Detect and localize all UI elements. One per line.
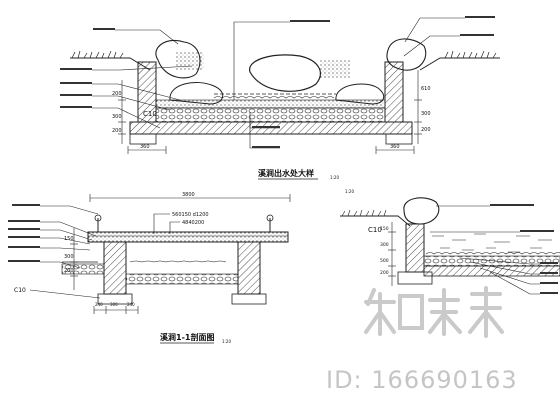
- bl-base-dim-1: 300: [110, 302, 118, 307]
- rock-center: [249, 54, 321, 92]
- dim-top-right-0: 610: [421, 86, 431, 92]
- br-wall: [405, 223, 425, 273]
- top-section: 200 300 200 610 300 200 360 360 C10 溪涧出水…: [60, 16, 500, 180]
- bl-dim-1: 300: [64, 254, 74, 260]
- bottom-left-section: 3800: [8, 192, 291, 344]
- dim-top-right-1: 300: [421, 111, 431, 117]
- water-mid: [129, 260, 227, 263]
- scale-mark-br: 1:20: [345, 189, 354, 194]
- pier-right: [237, 241, 261, 295]
- bl-base-dim-2: 240: [127, 302, 135, 307]
- concrete-label-top: C10: [143, 110, 157, 118]
- leaders-top: [92, 17, 465, 149]
- pier-base-left: [97, 293, 133, 305]
- br-dim-1: 300: [380, 242, 389, 248]
- right-wall: [384, 61, 404, 123]
- plank-note-1: 560150 d1200: [172, 212, 209, 218]
- gravel-layer: [155, 107, 386, 123]
- span-dim: 3800: [182, 192, 195, 198]
- dim-bottom-right: 360: [390, 144, 400, 150]
- br-dim-0: 150: [380, 226, 389, 232]
- br-dim-3: 200: [380, 270, 389, 276]
- bl-dim-0: 150: [64, 236, 74, 242]
- annotation-marks-bl: [8, 204, 40, 262]
- br-slab: [423, 265, 560, 277]
- sand-layer: [155, 99, 386, 109]
- footing-left: [129, 133, 157, 145]
- watermark-id: ID: 166690163: [326, 366, 518, 394]
- gravel-bed-mid: [125, 273, 239, 285]
- pier-left: [103, 241, 127, 295]
- shrub-left: [176, 52, 204, 70]
- br-ground: [340, 215, 411, 227]
- bl-base-dim-0: 240: [95, 302, 103, 307]
- footing-right: [385, 133, 413, 145]
- grass-right: [444, 50, 497, 59]
- shrub-right: [320, 60, 350, 78]
- dim-top-left-1: 300: [112, 114, 122, 120]
- dim-bottom-top: [127, 146, 415, 154]
- br-footing: [397, 271, 433, 285]
- scale-mark-bl: 1:20: [222, 339, 231, 344]
- pier-concrete-label: C10: [14, 287, 26, 294]
- br-concrete-label: C10: [368, 226, 382, 234]
- bridge-deck: [87, 231, 289, 243]
- pebbles: [213, 96, 335, 99]
- bottom-right-section: 150 300 500 200 C10 1:20: [340, 189, 560, 295]
- annotation-marks-br: [490, 204, 558, 294]
- br-rock: [403, 197, 440, 225]
- top-section-title: 溪涧出水处大样: [258, 168, 314, 178]
- pier-base-right: [231, 293, 267, 305]
- annotation-marks-top: [60, 16, 495, 148]
- dim-top-right-2: 200: [421, 127, 431, 133]
- plank-note-2: 4840200: [182, 220, 204, 226]
- rock-right-low: [335, 83, 385, 105]
- br-water: [432, 233, 552, 253]
- rock-right-large: [386, 38, 427, 71]
- ground-line-right: [419, 57, 500, 71]
- dim-top-left: [118, 80, 126, 144]
- bottom-left-title: 溪涧1-1剖面图: [160, 332, 214, 342]
- dim-top-right: [414, 70, 422, 144]
- gravel-bed-left: [61, 263, 105, 275]
- dim-top-left-0: 200: [112, 91, 122, 97]
- rock-left-low: [169, 82, 224, 105]
- br-pebbles: [425, 252, 560, 255]
- watermark-logo-icon: [364, 286, 504, 338]
- bl-dim-2: 200: [64, 268, 74, 274]
- grass-left: [71, 50, 124, 59]
- scale-mark-top: 1:20: [330, 175, 339, 180]
- dim-bottom-left: 360: [140, 144, 150, 150]
- dim-top-left-2: 200: [112, 128, 122, 134]
- br-dim-2: 500: [380, 258, 389, 264]
